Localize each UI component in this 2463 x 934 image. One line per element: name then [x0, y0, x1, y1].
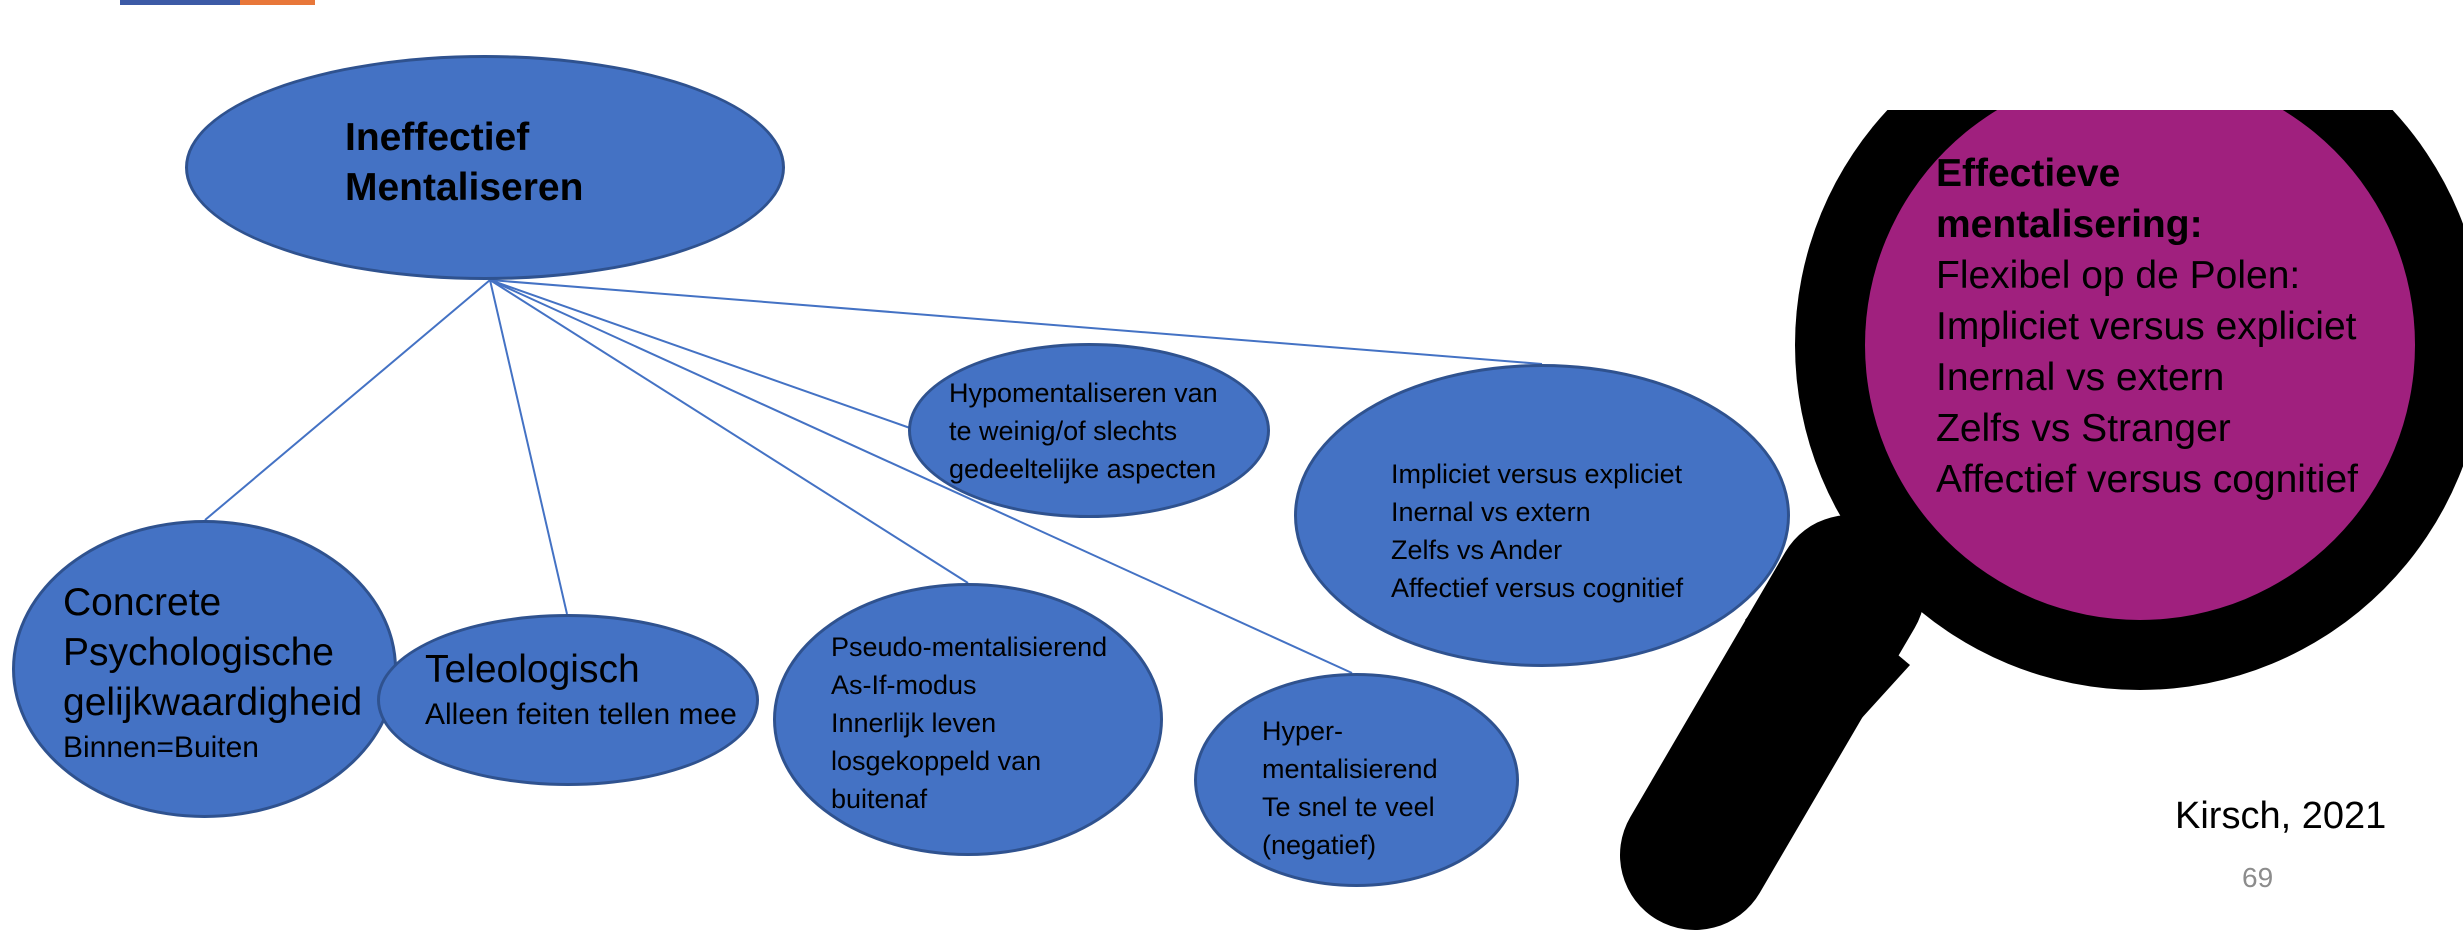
root-node-ineffectief: Ineffectief Mentaliseren: [185, 55, 785, 280]
pseudo-line: Innerlijk leven: [831, 708, 997, 738]
connector-hypo: [489, 279, 911, 429]
hyper-line: mentalisierend: [1262, 754, 1438, 784]
hypo-line: Hypomentaliseren van: [949, 378, 1218, 408]
node-concrete: Concrete Psychologische gelijkwaardighei…: [12, 520, 397, 818]
teleologisch-subtext: Alleen feiten tellen mee: [425, 698, 737, 731]
pseudo-line: buitenaf: [831, 784, 928, 814]
concrete-line: gelijkwaardigheid: [63, 681, 363, 724]
root-title-line: Mentaliseren: [345, 166, 584, 209]
header-accent-bar: [120, 0, 315, 5]
hyper-line: Te snel te veel: [1262, 792, 1435, 822]
node-pseudo-mentaliserend: Pseudo-mentalisierend As-If-modus Innerl…: [773, 583, 1163, 856]
citation: Kirsch, 2021: [2175, 795, 2387, 837]
pseudo-line: Pseudo-mentalisierend: [831, 632, 1108, 662]
teleologisch-title: Teleologisch: [425, 648, 640, 691]
node-polen: Impliciet versus expliciet Inernal vs ex…: [1294, 364, 1790, 667]
connector-concrete: [204, 279, 491, 521]
hyper-line: (negatief): [1262, 830, 1377, 860]
node-hyper-mentaliserend: Hyper- mentalisierend Te snel te veel (n…: [1194, 673, 1519, 887]
hypo-line: gedeeltelijke aspecten: [949, 454, 1217, 484]
hyper-line: Hyper-: [1262, 716, 1344, 746]
magnifier-heading: mentalisering:: [1936, 203, 2203, 246]
pseudo-line: As-If-modus: [831, 670, 977, 700]
node-teleologisch: Teleologisch Alleen feiten tellen mee: [377, 614, 759, 786]
magnifier-lens: [1865, 110, 2415, 620]
magnifier-heading: Effectieve: [1936, 152, 2121, 195]
magnifier-line: Impliciet versus expliciet: [1936, 305, 2357, 348]
polen-line: Impliciet versus expliciet: [1391, 459, 1683, 489]
accent-bar-blue: [120, 0, 240, 5]
connector-polen: [489, 279, 1543, 365]
accent-bar-orange: [240, 0, 315, 5]
root-title-line: Ineffectief: [345, 116, 530, 159]
magnifier-line: Inernal vs extern: [1936, 356, 2225, 399]
connector-pseudo: [489, 279, 969, 584]
magnifier-line: Flexibel op de Polen:: [1936, 254, 2301, 297]
concrete-line: Concrete: [63, 581, 222, 624]
node-hypomentaliseren: Hypomentaliseren van te weinig/of slecht…: [908, 343, 1270, 518]
polen-line: Inernal vs extern: [1391, 497, 1591, 527]
concrete-subtext: Binnen=Buiten: [63, 731, 259, 764]
hypo-line: te weinig/of slechts: [949, 416, 1178, 446]
pseudo-line: losgekoppeld van: [831, 746, 1042, 776]
concrete-line: Psychologische: [63, 631, 334, 674]
connector-teleologisch: [489, 279, 568, 615]
magnifying-glass-icon: [1620, 110, 2463, 930]
polen-line: Zelfs vs Ander: [1391, 535, 1563, 565]
magnifier-text: Effectieve mentalisering: Flexibel op de…: [1936, 148, 2358, 505]
slide-number: 69: [2242, 862, 2274, 893]
polen-line: Affectief versus cognitief: [1391, 573, 1684, 603]
connector-hyper: [489, 279, 1353, 674]
magnifier-line: Affectief versus cognitief: [1936, 458, 2358, 501]
magnifier-neck: [1745, 565, 1910, 720]
magnifier-line: Zelfs vs Stranger: [1936, 407, 2231, 450]
